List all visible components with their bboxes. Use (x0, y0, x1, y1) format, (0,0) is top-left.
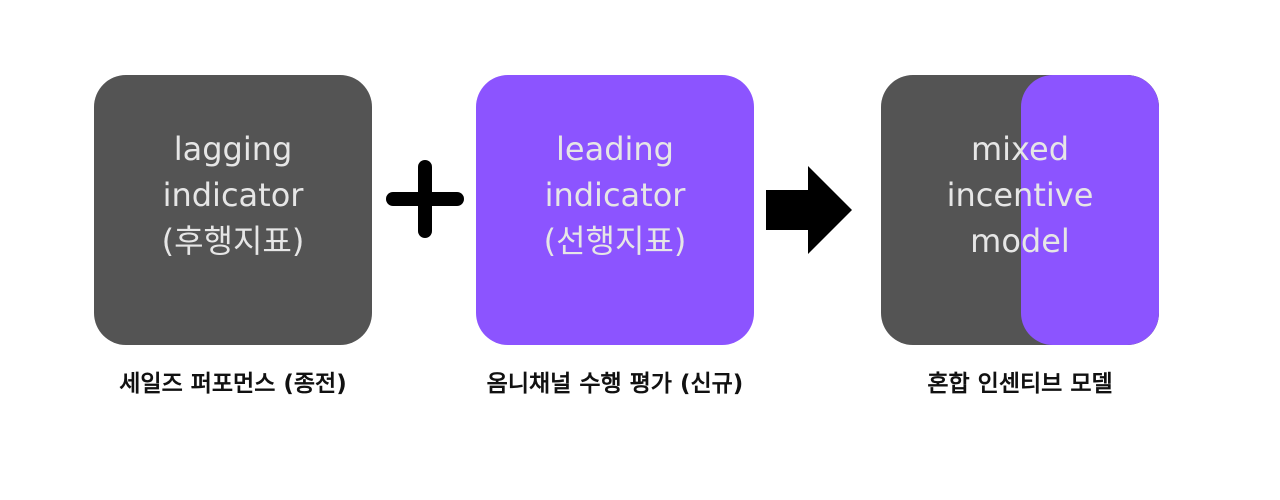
leading-caption: 옴니채널 수행 평가 (신규) (486, 371, 744, 397)
mixed-incentive-label: mixed incentive model (881, 126, 1159, 264)
plus-icon (386, 160, 464, 238)
arrow-right-icon (766, 166, 852, 254)
lagging-indicator-label: lagging indicator (후행지표) (94, 126, 372, 264)
lagging-caption: 세일즈 퍼포먼스 (종전) (119, 371, 347, 397)
leading-indicator-label: leading indicator (선행지표) (476, 126, 754, 264)
lagging-indicator-box: lagging indicator (후행지표) (94, 75, 372, 345)
lagging-line-2: indicator (162, 176, 304, 214)
mixed-incentive-box: mixed incentive model (881, 75, 1159, 345)
lagging-line-1: lagging (173, 130, 293, 168)
leading-line-2: indicator (544, 176, 686, 214)
mixed-line-1: mixed (970, 130, 1069, 168)
lagging-line-3: (후행지표) (161, 222, 305, 260)
mixed-caption: 혼합 인센티브 모델 (927, 371, 1113, 397)
leading-line-3: (선행지표) (543, 222, 687, 260)
leading-indicator-box: leading indicator (선행지표) (476, 75, 754, 345)
mixed-incentive-purple-half (1021, 75, 1159, 345)
mixed-line-3: model (970, 222, 1070, 260)
mixed-line-2: incentive (946, 176, 1094, 214)
leading-line-1: leading (556, 130, 674, 168)
